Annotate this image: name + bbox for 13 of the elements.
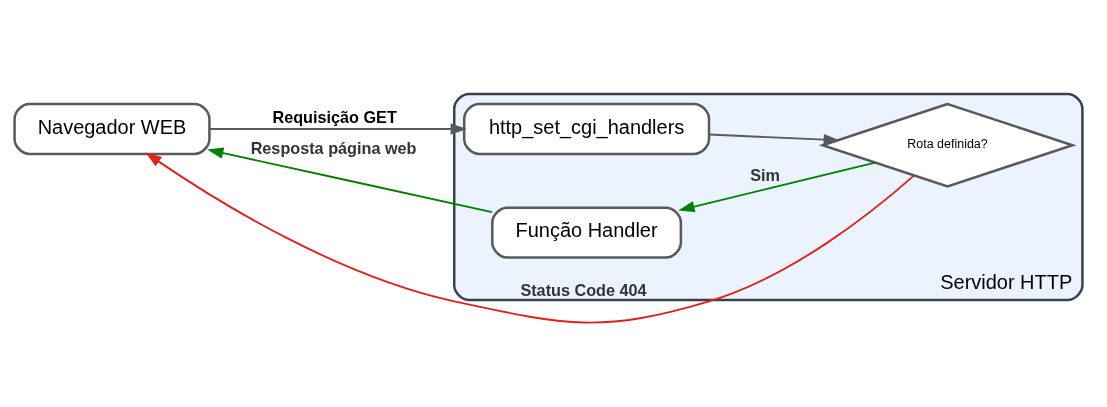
node-box: Navegador WEB (13, 102, 211, 156)
edge-label: Requisição GET (272, 108, 397, 127)
arrow (207, 147, 493, 214)
node-diamond: Rota definida? (818, 102, 1077, 188)
edge-label: Resposta página web (250, 139, 417, 158)
arrow (678, 161, 876, 213)
edge-label: Sim (750, 165, 780, 184)
arrow (145, 152, 916, 324)
node-box: Função Handler (491, 206, 683, 259)
edge-label: Status Code 404 (520, 280, 647, 299)
node-box: http_set_cgi_handlers (462, 102, 711, 156)
arrow (209, 123, 467, 135)
arrow (708, 133, 840, 146)
